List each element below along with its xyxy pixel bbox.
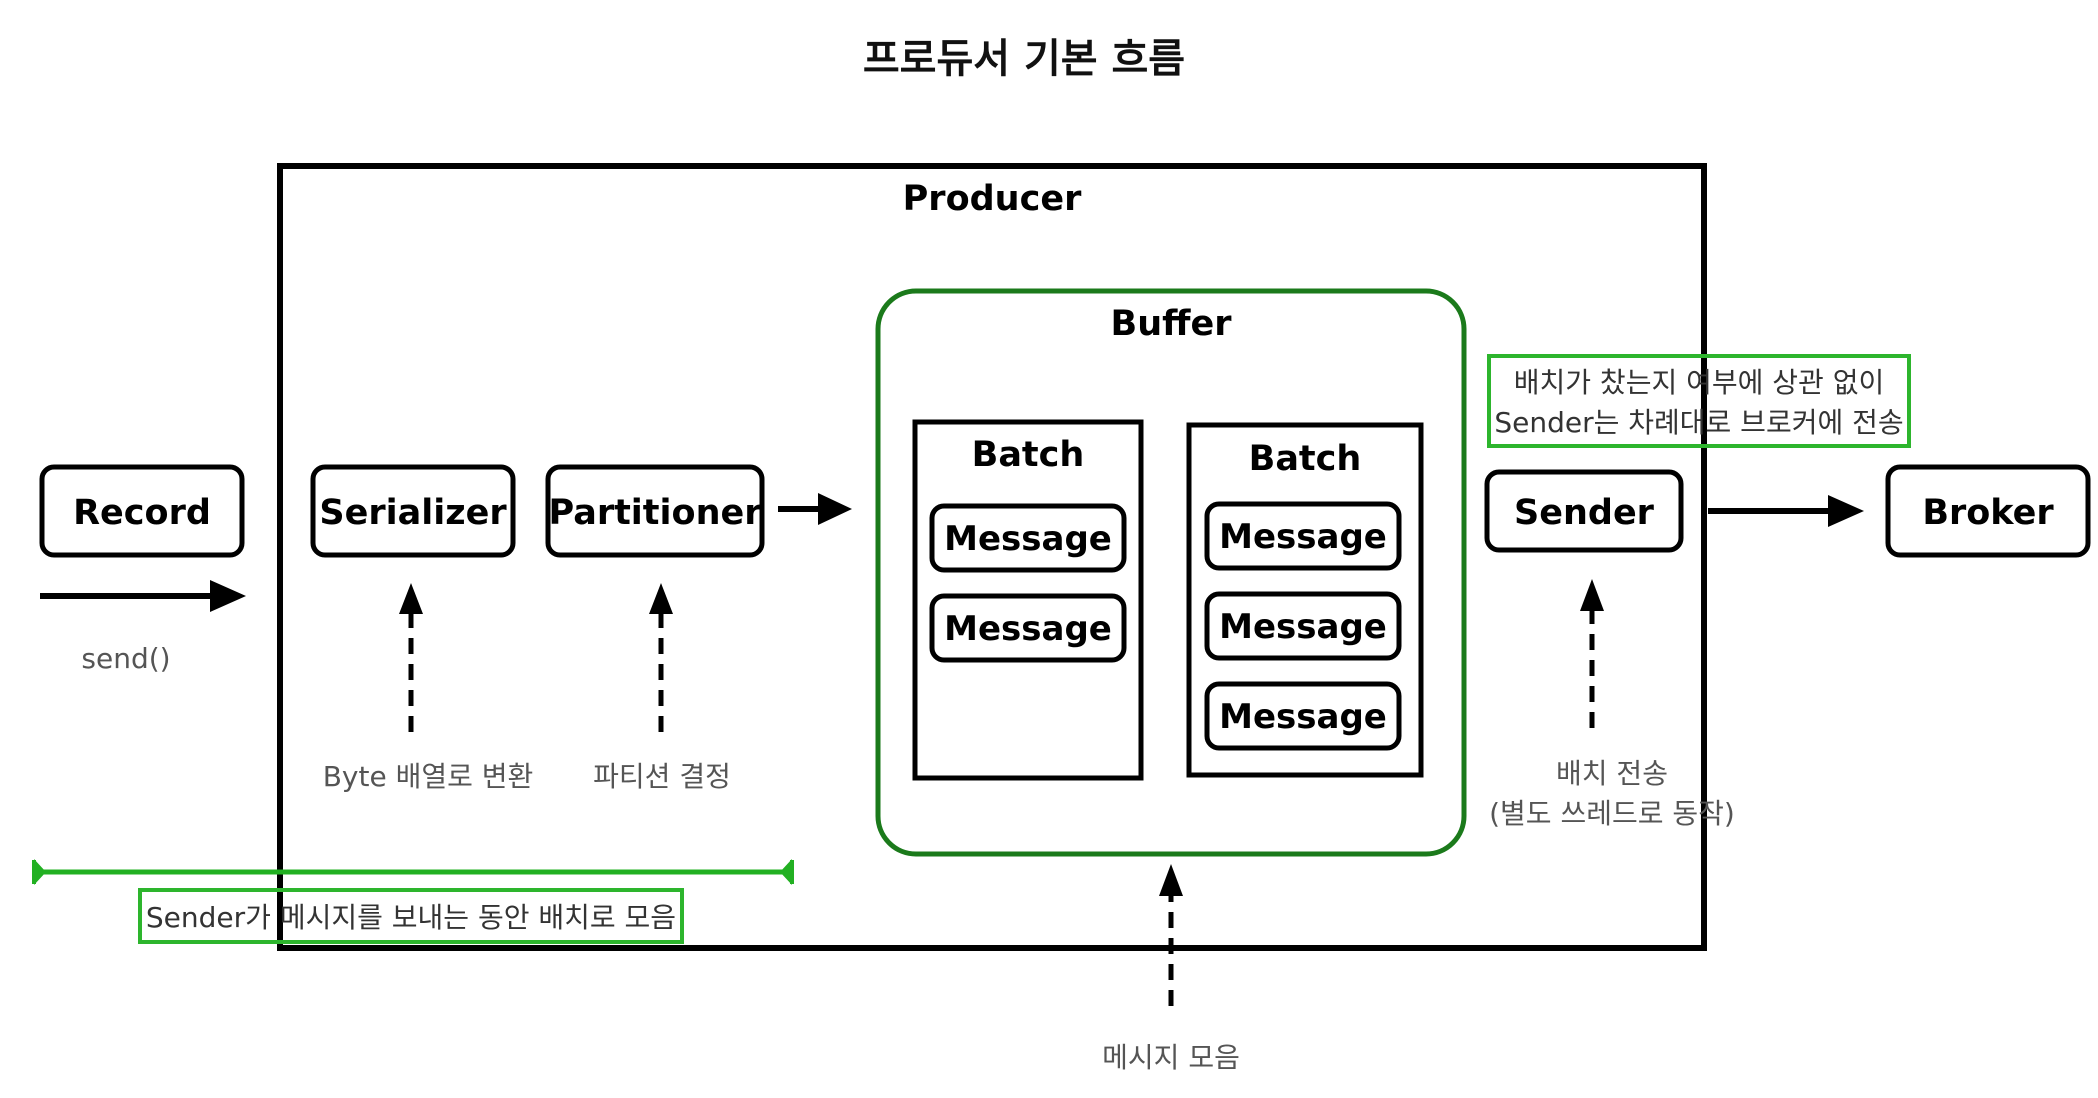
buffer-note: 메시지 모음 [1102, 1041, 1240, 1074]
message-label: Message [1219, 517, 1387, 557]
message-box [929, 503, 1127, 573]
sender-callout-box [1487, 354, 1911, 448]
serializer-box [310, 464, 516, 558]
accumulate-note-box [138, 888, 684, 944]
partitioner-note: 파티션 결정 [593, 760, 731, 793]
sender-box [1484, 469, 1684, 553]
message-label: Message [944, 519, 1112, 559]
broker-label: Broker [1922, 493, 2054, 533]
message-label: Message [944, 609, 1112, 649]
buffer-dashed-arrow [1159, 864, 1183, 1006]
buffer-label: Buffer [1111, 304, 1233, 344]
record-label: Record [73, 493, 211, 533]
sender-label: Sender [1514, 493, 1655, 533]
partitioner-dashed-arrow [649, 583, 673, 732]
to-buffer-arrow [778, 493, 852, 525]
send-call-label: send() [81, 642, 170, 675]
partitioner-label: Partitioner [548, 493, 762, 533]
message-label: Message [1219, 697, 1387, 737]
producer-label: Producer [903, 179, 1082, 219]
record-box [39, 464, 245, 558]
message-box [929, 593, 1127, 663]
broker-box [1885, 464, 2091, 558]
to-broker-arrow [1708, 495, 1864, 527]
producer-container [277, 163, 1707, 951]
serializer-note: Byte 배열로 변환 [323, 760, 534, 793]
sender-note-line2: (별도 쓰레드로 동작) [1489, 797, 1735, 830]
accumulate-range-line [32, 859, 794, 885]
serializer-dashed-arrow [399, 583, 423, 732]
sender-dashed-arrow [1580, 579, 1604, 728]
sender-callout-line2: Sender는 차례대로 브로커에 전송 [1494, 406, 1903, 439]
batch-label: Batch [972, 435, 1085, 475]
partitioner-box [545, 464, 765, 558]
send-arrow [40, 580, 246, 612]
batch-label: Batch [1249, 439, 1362, 479]
accumulate-note: Sender가 메시지를 보내는 동안 배치로 모음 [146, 901, 676, 934]
serializer-label: Serializer [319, 493, 507, 533]
sender-callout-line1: 배치가 찼는지 여부에 상관 없이 [1514, 366, 1884, 399]
message-box [1204, 681, 1402, 751]
message-box [1204, 501, 1402, 571]
diagram-title: 프로듀서 기본 흐름 [863, 36, 1185, 82]
message-label: Message [1219, 607, 1387, 647]
sender-note-line1: 배치 전송 [1556, 757, 1668, 790]
message-box [1204, 591, 1402, 661]
